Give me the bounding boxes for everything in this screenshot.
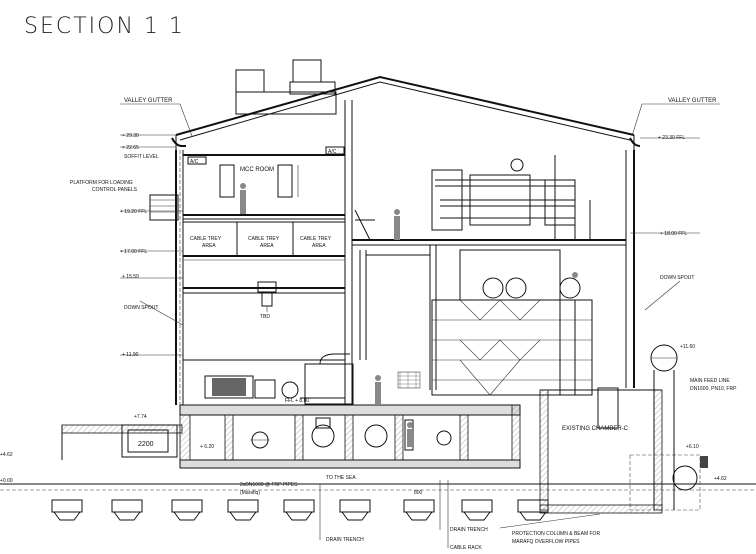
cable-tray-label-3b: AREA xyxy=(312,243,326,249)
level-2930-label: + 29.30 xyxy=(122,133,139,139)
protection-label-1: PROTECTION COLUMN & BEAM FOR xyxy=(512,531,600,537)
leader-lines xyxy=(120,134,700,548)
pump-assembly xyxy=(204,353,354,405)
tbd-crane xyxy=(257,281,277,312)
cable-tray-label-1a: CABLE TREY xyxy=(190,236,222,242)
cable-rack-label: CABLE RACK xyxy=(450,545,482,551)
soffit-label: SOFFIT LEVEL xyxy=(124,154,159,160)
down-spout-left-label: DOWN SPOUT xyxy=(124,305,158,311)
left-platform xyxy=(61,424,183,460)
level-000-label: +0.00 xyxy=(0,478,13,484)
cable-tray-label-1b: AREA xyxy=(202,243,216,249)
people xyxy=(240,183,578,447)
down-spout-right-label: DOWN SPOUT xyxy=(660,275,694,281)
dim-800-label: 800 xyxy=(414,490,423,496)
ac-unit-label-1: A/C xyxy=(190,159,199,165)
tbd-label: TBD xyxy=(260,314,270,320)
rooftop-units xyxy=(235,59,337,115)
roof xyxy=(175,75,635,152)
mcc-room xyxy=(182,146,346,220)
frp-pipes-label-2: (Marafiq) xyxy=(240,490,260,496)
sump-pipes xyxy=(250,417,452,451)
ac-unit-label-2: A/C xyxy=(328,149,337,155)
right-level-1800-label: + 18.00 FFL xyxy=(660,231,687,237)
valley-gutter-right xyxy=(629,103,720,147)
platform-loading xyxy=(149,194,179,221)
cable-tray-label-3a: CABLE TREY xyxy=(300,236,332,242)
ffl-880-label: FFL + 8.80 xyxy=(285,398,309,404)
main-feed-label-1: MAIN FEED LINE xyxy=(690,378,730,384)
level-1700-label: + 17.00 FFL xyxy=(120,249,147,255)
drawing-title: SECTION 1 1 xyxy=(24,14,185,39)
level-1559-label: + 15.59 xyxy=(122,274,139,280)
mcc-room-label: MCC ROOM xyxy=(240,167,274,173)
valley-gutter-left xyxy=(120,103,193,147)
main-feed-label-2: DN1600, PN10, FRP xyxy=(690,386,737,392)
cable-tray-level xyxy=(182,221,346,261)
level-1160-label: +11.60 xyxy=(680,344,695,350)
valley-gutter-right-label: VALLEY GUTTER xyxy=(668,98,717,104)
right-wall xyxy=(625,150,635,388)
level-610-label: +6.10 xyxy=(686,444,699,450)
platform-label-2: CONTROL PANELS xyxy=(92,187,138,193)
level-620-label: + 6.20 xyxy=(200,444,214,450)
protection-label-2: MARAFQ OVERFLOW PIPES xyxy=(512,539,580,545)
valley-gutter-left-label: VALLEY GUTTER xyxy=(124,98,173,104)
filter-tank xyxy=(431,249,593,396)
right-level-2330-label: + 23.30 FFL xyxy=(658,135,685,141)
cable-tray-label-2a: CABLE TREY xyxy=(248,236,280,242)
left-wall xyxy=(175,150,184,405)
ground-slab xyxy=(179,404,521,469)
upper-platform-right xyxy=(352,209,626,246)
drain-trench-label-2: DRAIN TRENCH xyxy=(326,537,364,543)
level-2265-label: + 22.65 xyxy=(122,145,139,151)
level-462-label: +4.62 xyxy=(0,452,13,458)
existing-chamber-label: EXISTING CHAMBER-C xyxy=(562,426,629,432)
level-1190-label: + 11.90 xyxy=(122,352,139,358)
level-1920-label: + 19.20 FFL xyxy=(120,209,147,215)
drain-trench-label-1: DRAIN TRENCH xyxy=(450,527,488,533)
upper-piping xyxy=(431,155,591,240)
level-774-label: +7.74 xyxy=(134,414,147,420)
platform-label-1: PLATFORM FOR LOADING xyxy=(70,180,133,186)
foundation-piles xyxy=(51,499,549,521)
box-2200-label: 2200 xyxy=(138,441,154,448)
to-sea-label: TO THE SEA xyxy=(326,475,356,481)
main-feed-line xyxy=(650,344,678,510)
existing-chamber xyxy=(539,387,708,514)
right-level-462-label: +4.62 xyxy=(714,476,727,482)
cable-tray-label-2b: AREA xyxy=(260,243,274,249)
frp-pipes-label-1: 2xDN1600 @ FRP PIPES xyxy=(240,482,298,488)
